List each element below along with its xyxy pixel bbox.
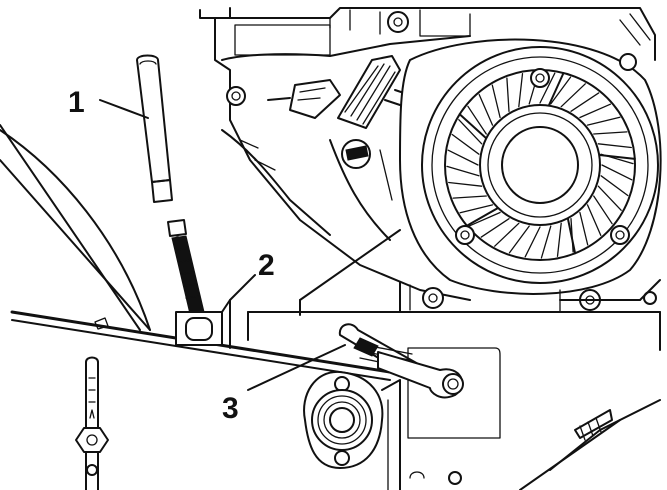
fan-blade	[506, 77, 510, 112]
primer-button	[341, 139, 371, 169]
fan-blade	[550, 76, 572, 105]
fan-blade	[508, 225, 530, 254]
fan-blade	[570, 92, 600, 112]
fan-blade	[560, 83, 586, 108]
engine-block	[199, 7, 656, 301]
fan-blade	[458, 119, 483, 145]
fan-blade	[518, 73, 524, 108]
lever-1	[136, 54, 205, 315]
callout-1-label: 1	[68, 86, 85, 119]
bracket-2	[175, 299, 231, 349]
fan-blade	[447, 149, 479, 166]
callout-2-label: 2	[258, 249, 275, 282]
lever-3	[338, 323, 464, 399]
fan-blade	[540, 225, 552, 259]
fan-blade	[468, 211, 501, 227]
fan-blade	[524, 226, 541, 258]
spring-clip	[574, 409, 613, 441]
fan-blade	[556, 222, 562, 257]
bearing-flange	[303, 370, 462, 490]
fan-blade	[467, 105, 487, 135]
fan-blade	[478, 93, 494, 126]
fan-blade	[459, 204, 494, 214]
shift-rod	[75, 356, 109, 490]
fan-blade	[579, 103, 612, 119]
fan-blade	[480, 218, 510, 238]
callout-3-label: 3	[222, 392, 239, 425]
fan-blade	[586, 116, 621, 126]
fan-blade	[586, 204, 602, 237]
fan-blade	[593, 195, 613, 225]
fan-blade	[494, 222, 520, 247]
fan-blade	[448, 181, 483, 187]
fan-blade	[597, 143, 632, 149]
fan-blade	[451, 133, 480, 155]
fan-blade	[446, 165, 480, 177]
callout-2: 2	[229, 249, 275, 301]
fan-blade	[593, 131, 628, 135]
fan-blade	[601, 164, 633, 181]
fan-blade	[452, 195, 487, 199]
recoil-starter	[399, 38, 662, 313]
callout-1: 1	[68, 86, 149, 119]
fan-blade	[579, 211, 589, 246]
fan-blade	[539, 72, 556, 104]
fan-blade	[597, 185, 622, 211]
fan-blade	[600, 175, 629, 197]
fan-blade	[491, 84, 501, 119]
callout-3: 3	[222, 344, 346, 425]
